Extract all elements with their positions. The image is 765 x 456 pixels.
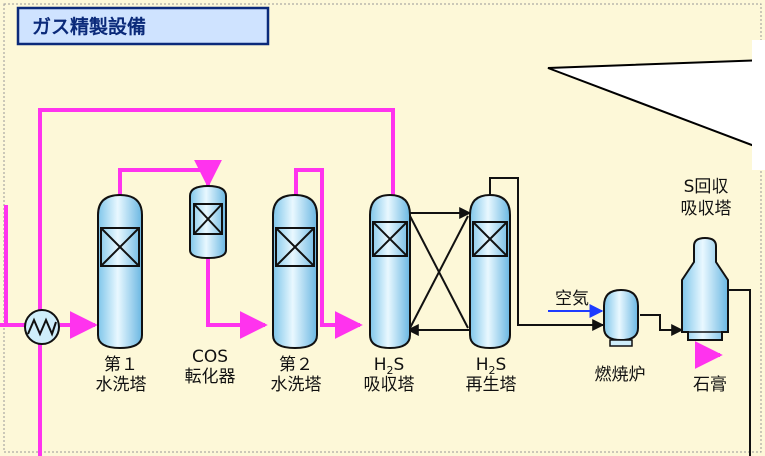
cos-label-line1: COS <box>192 347 228 367</box>
h2s-abs-label-line2: 吸収塔 <box>364 375 415 395</box>
packed-bed-icon <box>472 221 508 257</box>
h2s-regen-h: H <box>476 355 489 375</box>
wash1-label-line2: 水洗塔 <box>96 375 147 395</box>
cos-converter <box>189 184 227 260</box>
unit-labels: 第１ 水洗塔 COS 転化器 第２ 水洗塔 H2S 吸収塔 H2S 再生塔 燃焼… <box>96 177 732 395</box>
furnace-label: 燃焼炉 <box>595 365 646 385</box>
process-lines <box>406 177 751 456</box>
wash-tower-2 <box>272 193 318 350</box>
h2s-absorber <box>369 193 411 350</box>
packed-bed-icon <box>100 227 140 267</box>
h2s-abs-h: H <box>374 355 387 375</box>
s-recovery-label-line2: 吸収塔 <box>681 199 732 219</box>
air-label: 空気 <box>555 289 589 309</box>
h2s-regen-sub: 2 <box>489 364 496 377</box>
h2s-abs-s: S <box>394 355 405 375</box>
wash-tower-1 <box>97 193 143 350</box>
packed-bed-icon <box>372 221 408 257</box>
s-recovery-label-line1: S回収 <box>684 177 729 197</box>
wash2-label-line2: 水洗塔 <box>271 375 322 395</box>
h2s-regenerator <box>469 193 511 350</box>
h2s-regen-label-line2: 再生塔 <box>466 375 517 395</box>
title-box: ガス精製設備 <box>16 6 270 46</box>
heat-exchanger-icon <box>24 309 60 345</box>
page-title: ガス精製設備 <box>32 15 146 38</box>
gypsum-label: 石膏 <box>693 374 727 395</box>
callout-pointer <box>547 58 765 152</box>
gas-lines <box>0 108 723 456</box>
wash2-label-line1: 第２ <box>279 355 313 375</box>
combustion-furnace <box>603 288 639 347</box>
h2s-regen-s: S <box>496 355 507 375</box>
s-recovery-absorber <box>681 236 729 341</box>
packed-bed-icon <box>193 203 223 235</box>
callout-cover <box>752 40 765 170</box>
h2s-regen-label-line1: H2S <box>476 355 507 377</box>
h2s-abs-label-line1: H2S <box>374 355 405 377</box>
h2s-abs-sub: 2 <box>387 364 394 377</box>
wash1-label-line1: 第１ <box>104 355 138 375</box>
packed-bed-icon <box>275 227 315 267</box>
cos-label-line2: 転化器 <box>185 367 236 387</box>
